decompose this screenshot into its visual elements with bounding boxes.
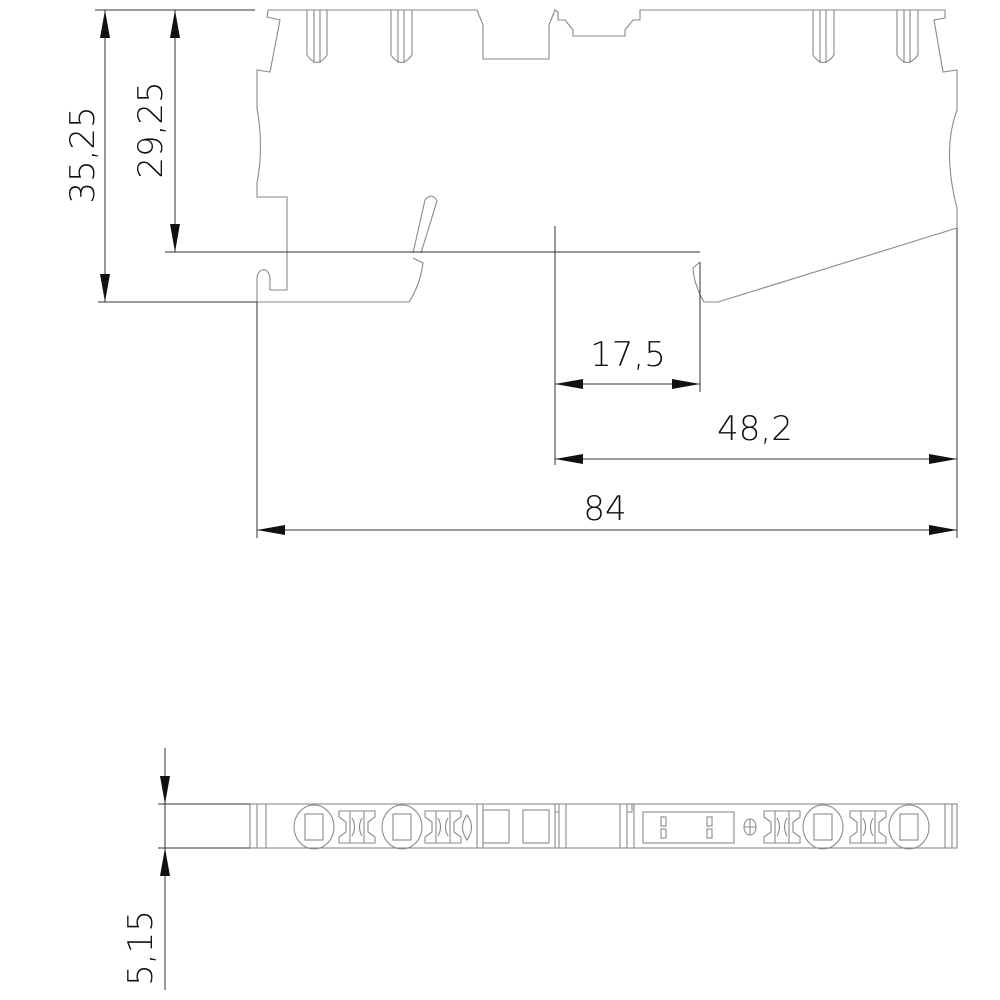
dim-label-29-25: 29,25 (131, 81, 171, 178)
side-view-dimensions: 35,25 29,25 17,5 48,2 84 (63, 9, 958, 538)
arrow-icon (257, 525, 285, 535)
arrow-icon (160, 776, 170, 804)
switch-frame (642, 811, 735, 844)
side-view-outline (256, 9, 958, 303)
slot-3 (812, 10, 835, 64)
terminal-openings (293, 804, 930, 850)
dim-label-17-5: 17,5 (590, 335, 666, 375)
top-view-body (249, 803, 958, 849)
dim-label-35-25: 35,25 (63, 106, 103, 203)
hourglass-slots (338, 810, 887, 844)
arrow-icon (170, 10, 180, 38)
switch-element (660, 828, 667, 839)
top-view-outline (249, 803, 958, 850)
arrow-icon (672, 379, 700, 389)
contact-slot (763, 810, 801, 844)
arrow-icon (555, 454, 583, 464)
arrow-icon (100, 10, 110, 38)
screw-square (813, 813, 833, 841)
screw-opening (293, 804, 335, 850)
contact-slot (424, 810, 462, 844)
screw-square (392, 813, 412, 841)
slot-1 (306, 10, 328, 64)
switch-element (706, 816, 713, 827)
switch-element (660, 816, 667, 827)
top-view-dimensions: 5,15 (121, 748, 250, 990)
arrow-icon (555, 379, 583, 389)
screw-opening (888, 804, 930, 850)
slot-2 (390, 10, 413, 64)
dim-label-5-15: 5,15 (121, 910, 161, 986)
arrow-icon (160, 848, 170, 876)
release-lever (412, 195, 438, 254)
arrow-icon (170, 224, 180, 252)
marker-circle-icon (743, 818, 757, 836)
arrow-icon (929, 525, 957, 535)
screw-square (304, 813, 324, 841)
slot-4 (896, 10, 919, 64)
switch-element (706, 828, 713, 839)
housing-outline (256, 9, 958, 303)
screw-opening (381, 804, 423, 850)
switch-block (642, 811, 735, 844)
screw-square (899, 813, 919, 841)
contact-slot (849, 810, 887, 844)
screw-opening (802, 804, 844, 850)
contact-slot (338, 810, 376, 844)
test-socket (522, 809, 550, 844)
dim-label-84: 84 (583, 489, 626, 529)
test-socket (482, 809, 510, 844)
dim-label-48-2: 48,2 (717, 409, 793, 449)
arrow-icon (100, 274, 110, 302)
lens-slot (461, 814, 473, 841)
arrow-icon (929, 454, 957, 464)
